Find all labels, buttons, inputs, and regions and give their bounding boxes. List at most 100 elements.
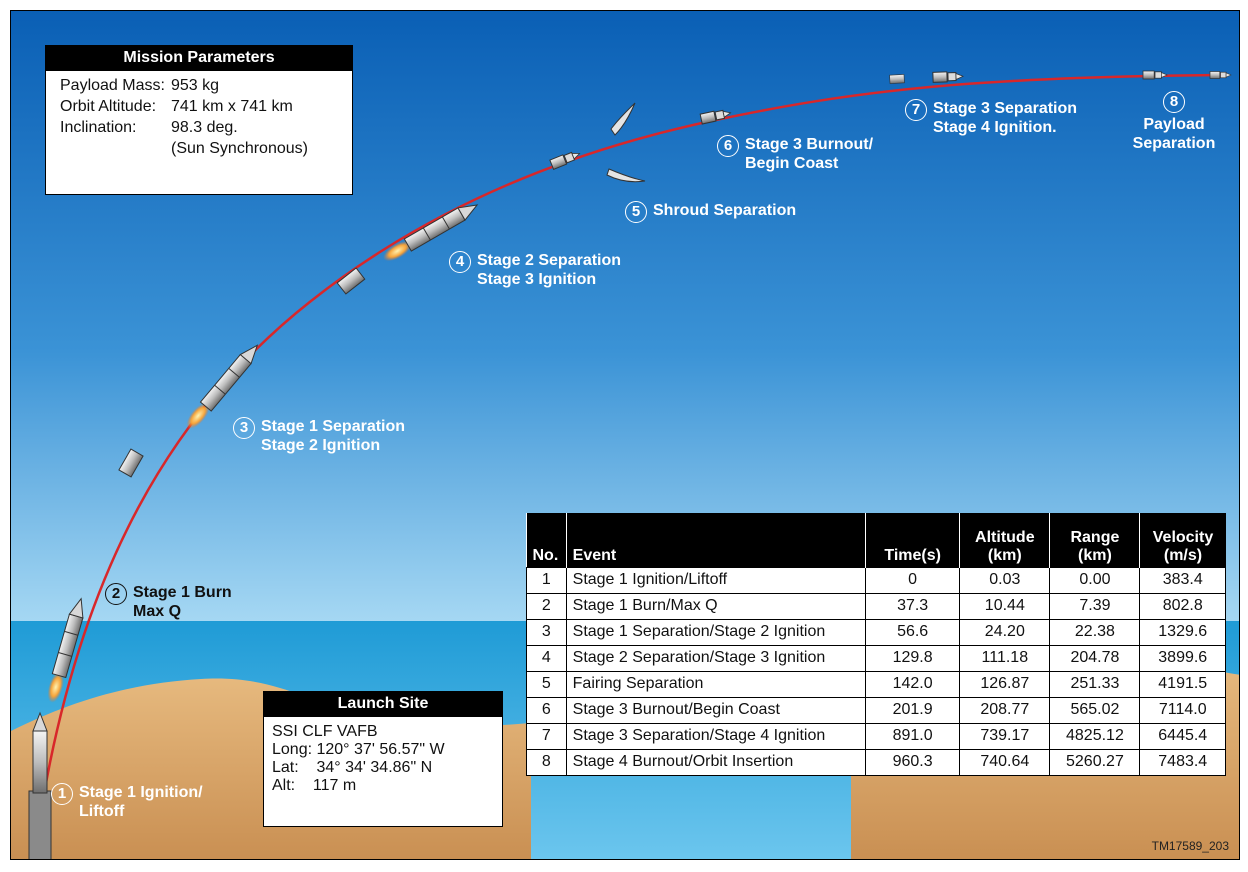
cell-time: 0 [864, 566, 961, 594]
step-number: 6 [717, 135, 739, 157]
cell-velocity: 1329.6 [1139, 618, 1226, 646]
cell-time: 960.3 [864, 748, 961, 776]
param-value: 98.3 deg. [171, 119, 238, 136]
cell-no: 5 [526, 670, 567, 698]
launch-site-name: SSI CLF VAFB [272, 723, 378, 740]
cell-range: 565.02 [1049, 696, 1141, 724]
cell-no: 8 [526, 748, 567, 776]
cell-altitude: 111.18 [959, 644, 1051, 672]
header-time: Time(s) [864, 513, 960, 567]
cell-velocity: 6445.4 [1139, 722, 1226, 750]
cell-no: 1 [526, 566, 567, 594]
launch-site-box: Launch Site SSI CLF VAFB Long: 120° 37' … [263, 691, 503, 827]
param-label: Orbit Altitude: [60, 98, 157, 115]
shroud-half-bottom [606, 168, 646, 183]
param-row: Orbit Altitude: 741 km x 741 km [60, 96, 352, 117]
step-text: Stage 2 Separation Stage 3 Ignition [477, 252, 622, 288]
cell-time: 37.3 [864, 592, 961, 620]
event-table: No. Event Time(s) Altitude (km) Range (k… [526, 513, 1226, 776]
cell-no: 3 [526, 618, 567, 646]
cell-no: 7 [526, 722, 567, 750]
table-row: 4 Stage 2 Separation/Stage 3 Ignition 12… [526, 644, 1226, 672]
cell-range: 204.78 [1049, 644, 1141, 672]
table-row: 8 Stage 4 Burnout/Orbit Insertion 960.3 … [526, 748, 1226, 776]
param-row: Inclination: 98.3 deg. [60, 117, 352, 138]
trajectory-line [39, 73, 1222, 812]
cell-altitude: 208.77 [959, 696, 1051, 724]
cell-no: 6 [526, 696, 567, 724]
cell-altitude: 10.44 [959, 592, 1051, 620]
cell-altitude: 24.20 [959, 618, 1051, 646]
cell-time: 142.0 [864, 670, 961, 698]
param-row: (Sun Synchronous) [60, 138, 352, 159]
cell-event: Stage 1 Burn/Max Q [565, 592, 867, 620]
cell-range: 4825.12 [1049, 722, 1141, 750]
cell-event: Stage 3 Burnout/Begin Coast [565, 696, 867, 724]
param-row: Payload Mass: 953 kg [60, 75, 352, 96]
launch-tower [28, 711, 52, 859]
stage-label-6: 6 Stage 3 Burnout/ Begin Coast [717, 135, 873, 173]
table-row: 5 Fairing Separation 142.0 126.87 251.33… [526, 670, 1226, 698]
table-row: 7 Stage 3 Separation/Stage 4 Ignition 89… [526, 722, 1226, 750]
cell-event: Stage 1 Ignition/Liftoff [565, 566, 867, 594]
param-label: Payload Mass: [60, 77, 165, 94]
cell-velocity: 3899.6 [1139, 644, 1226, 672]
step-text: Payload Separation [1132, 116, 1216, 152]
step-text: Stage 1 Burn Max Q [133, 584, 232, 620]
table-header-row: No. Event Time(s) Altitude (km) Range (k… [526, 513, 1226, 567]
cell-event: Stage 1 Separation/Stage 2 Ignition [565, 618, 867, 646]
step-number: 7 [905, 99, 927, 121]
param-label: Inclination: [60, 119, 137, 136]
step-number: 4 [449, 251, 471, 273]
cell-event: Stage 2 Separation/Stage 3 Ignition [565, 644, 867, 672]
header-velocity: Velocity (m/s) [1139, 513, 1226, 567]
cell-velocity: 7483.4 [1139, 748, 1226, 776]
cell-time: 891.0 [864, 722, 961, 750]
cell-velocity: 7114.0 [1139, 696, 1226, 724]
cell-no: 2 [526, 592, 567, 620]
param-value: 953 kg [171, 77, 220, 94]
launch-site-longitude: Long: 120° 37' 56.57" W [272, 741, 445, 758]
cell-range: 0.00 [1049, 566, 1141, 594]
cell-velocity: 4191.5 [1139, 670, 1226, 698]
document-id: TM17589_203 [1151, 839, 1229, 853]
mission-parameters-box: Mission Parameters Payload Mass:953 kg O… [45, 45, 353, 195]
cell-event: Stage 4 Burnout/Orbit Insertion [565, 748, 867, 776]
step-text: Stage 3 Burnout/ Begin Coast [745, 136, 874, 172]
header-altitude: Altitude (km) [959, 513, 1050, 567]
cell-event: Stage 3 Separation/Stage 4 Ignition [565, 722, 867, 750]
table-row: 1 Stage 1 Ignition/Liftoff 0 0.03 0.00 3… [526, 566, 1226, 594]
param-label [60, 138, 171, 159]
step-text: Stage 1 Separation Stage 2 Ignition [261, 418, 406, 454]
launch-site-title: Launch Site [264, 692, 502, 717]
stage-label-3: 3 Stage 1 Separation Stage 2 Ignition [233, 417, 405, 455]
cell-no: 4 [526, 644, 567, 672]
cell-altitude: 739.17 [959, 722, 1051, 750]
param-value: (Sun Synchronous) [171, 140, 308, 157]
step-number: 3 [233, 417, 255, 439]
table-row: 2 Stage 1 Burn/Max Q 37.3 10.44 7.39 802… [526, 592, 1226, 620]
step-number: 8 [1163, 91, 1185, 113]
launch-site-latitude: Lat: 34° 34' 34.86" N [272, 759, 433, 776]
step-text: Stage 1 Ignition/ Liftoff [79, 784, 203, 820]
shroud-half-top [610, 102, 636, 136]
cell-time: 129.8 [864, 644, 961, 672]
cell-range: 5260.27 [1049, 748, 1141, 776]
cell-altitude: 740.64 [959, 748, 1051, 776]
step-number: 5 [625, 201, 647, 223]
cell-time: 56.6 [864, 618, 961, 646]
table-row: 6 Stage 3 Burnout/Begin Coast 201.9 208.… [526, 696, 1226, 724]
param-value: 741 km x 741 km [171, 98, 293, 115]
cell-velocity: 383.4 [1139, 566, 1226, 594]
header-range: Range (km) [1049, 513, 1140, 567]
cell-event: Fairing Separation [565, 670, 867, 698]
header-no: No. [526, 513, 567, 567]
header-event: Event [565, 513, 866, 567]
launch-site-altitude: Alt: 117 m [272, 777, 357, 794]
